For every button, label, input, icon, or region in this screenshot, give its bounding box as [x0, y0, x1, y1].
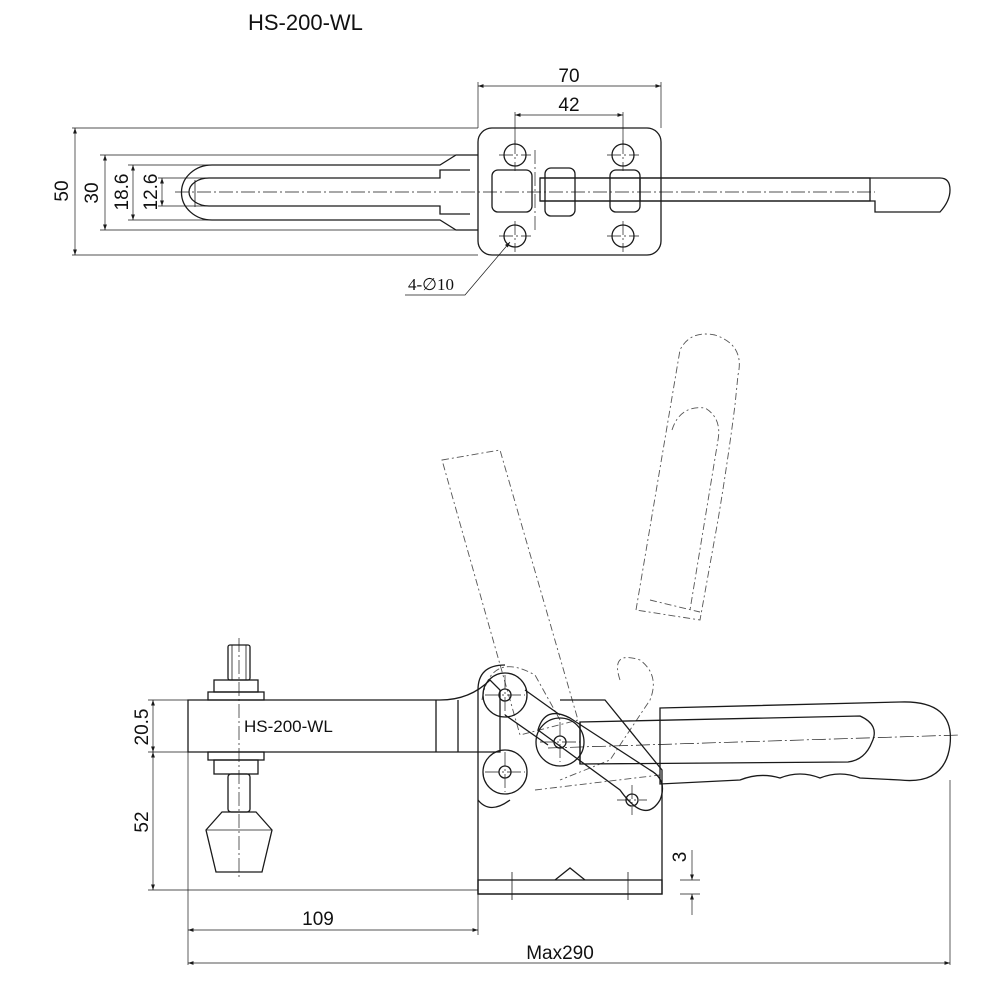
spindle-assembly	[205, 638, 273, 880]
dim-width-outer: 70	[558, 66, 579, 87]
handle-grip	[639, 177, 951, 213]
ghost-handle-open	[635, 333, 740, 621]
side-view: HS-200-WL 20.5	[132, 333, 961, 965]
dim-width-inner: 42	[558, 95, 579, 116]
body-label: HS-200-WL	[244, 717, 333, 736]
dim-spindle-height: 52	[132, 811, 153, 832]
ghost-pressure-bar	[441, 449, 579, 736]
dim-bar-thickness: 20.5	[132, 709, 153, 746]
linkage-arm	[537, 712, 664, 811]
dim-height-slot: 12.6	[141, 174, 162, 211]
handle-arm	[539, 177, 871, 202]
hole-callout: 4-∅10	[408, 275, 454, 294]
dim-base-thickness: 3	[670, 852, 691, 863]
handle-closed	[659, 701, 952, 785]
dim-reach: 109	[302, 909, 334, 930]
dim-height-total: 50	[52, 180, 73, 201]
mounting-holes	[499, 140, 639, 252]
frame-body	[477, 664, 663, 895]
dim-height-arm: 18.6	[112, 174, 133, 211]
clamping-arm	[187, 679, 501, 753]
dim-height-handle: 30	[82, 182, 103, 203]
dim-overall: Max290	[526, 943, 594, 964]
base-plate	[477, 127, 662, 256]
top-view: 70 42 50 30 18.6 12.6 4-∅10	[52, 66, 951, 296]
drawing-title: HS-200-WL	[248, 10, 363, 35]
base-foot	[477, 879, 663, 895]
